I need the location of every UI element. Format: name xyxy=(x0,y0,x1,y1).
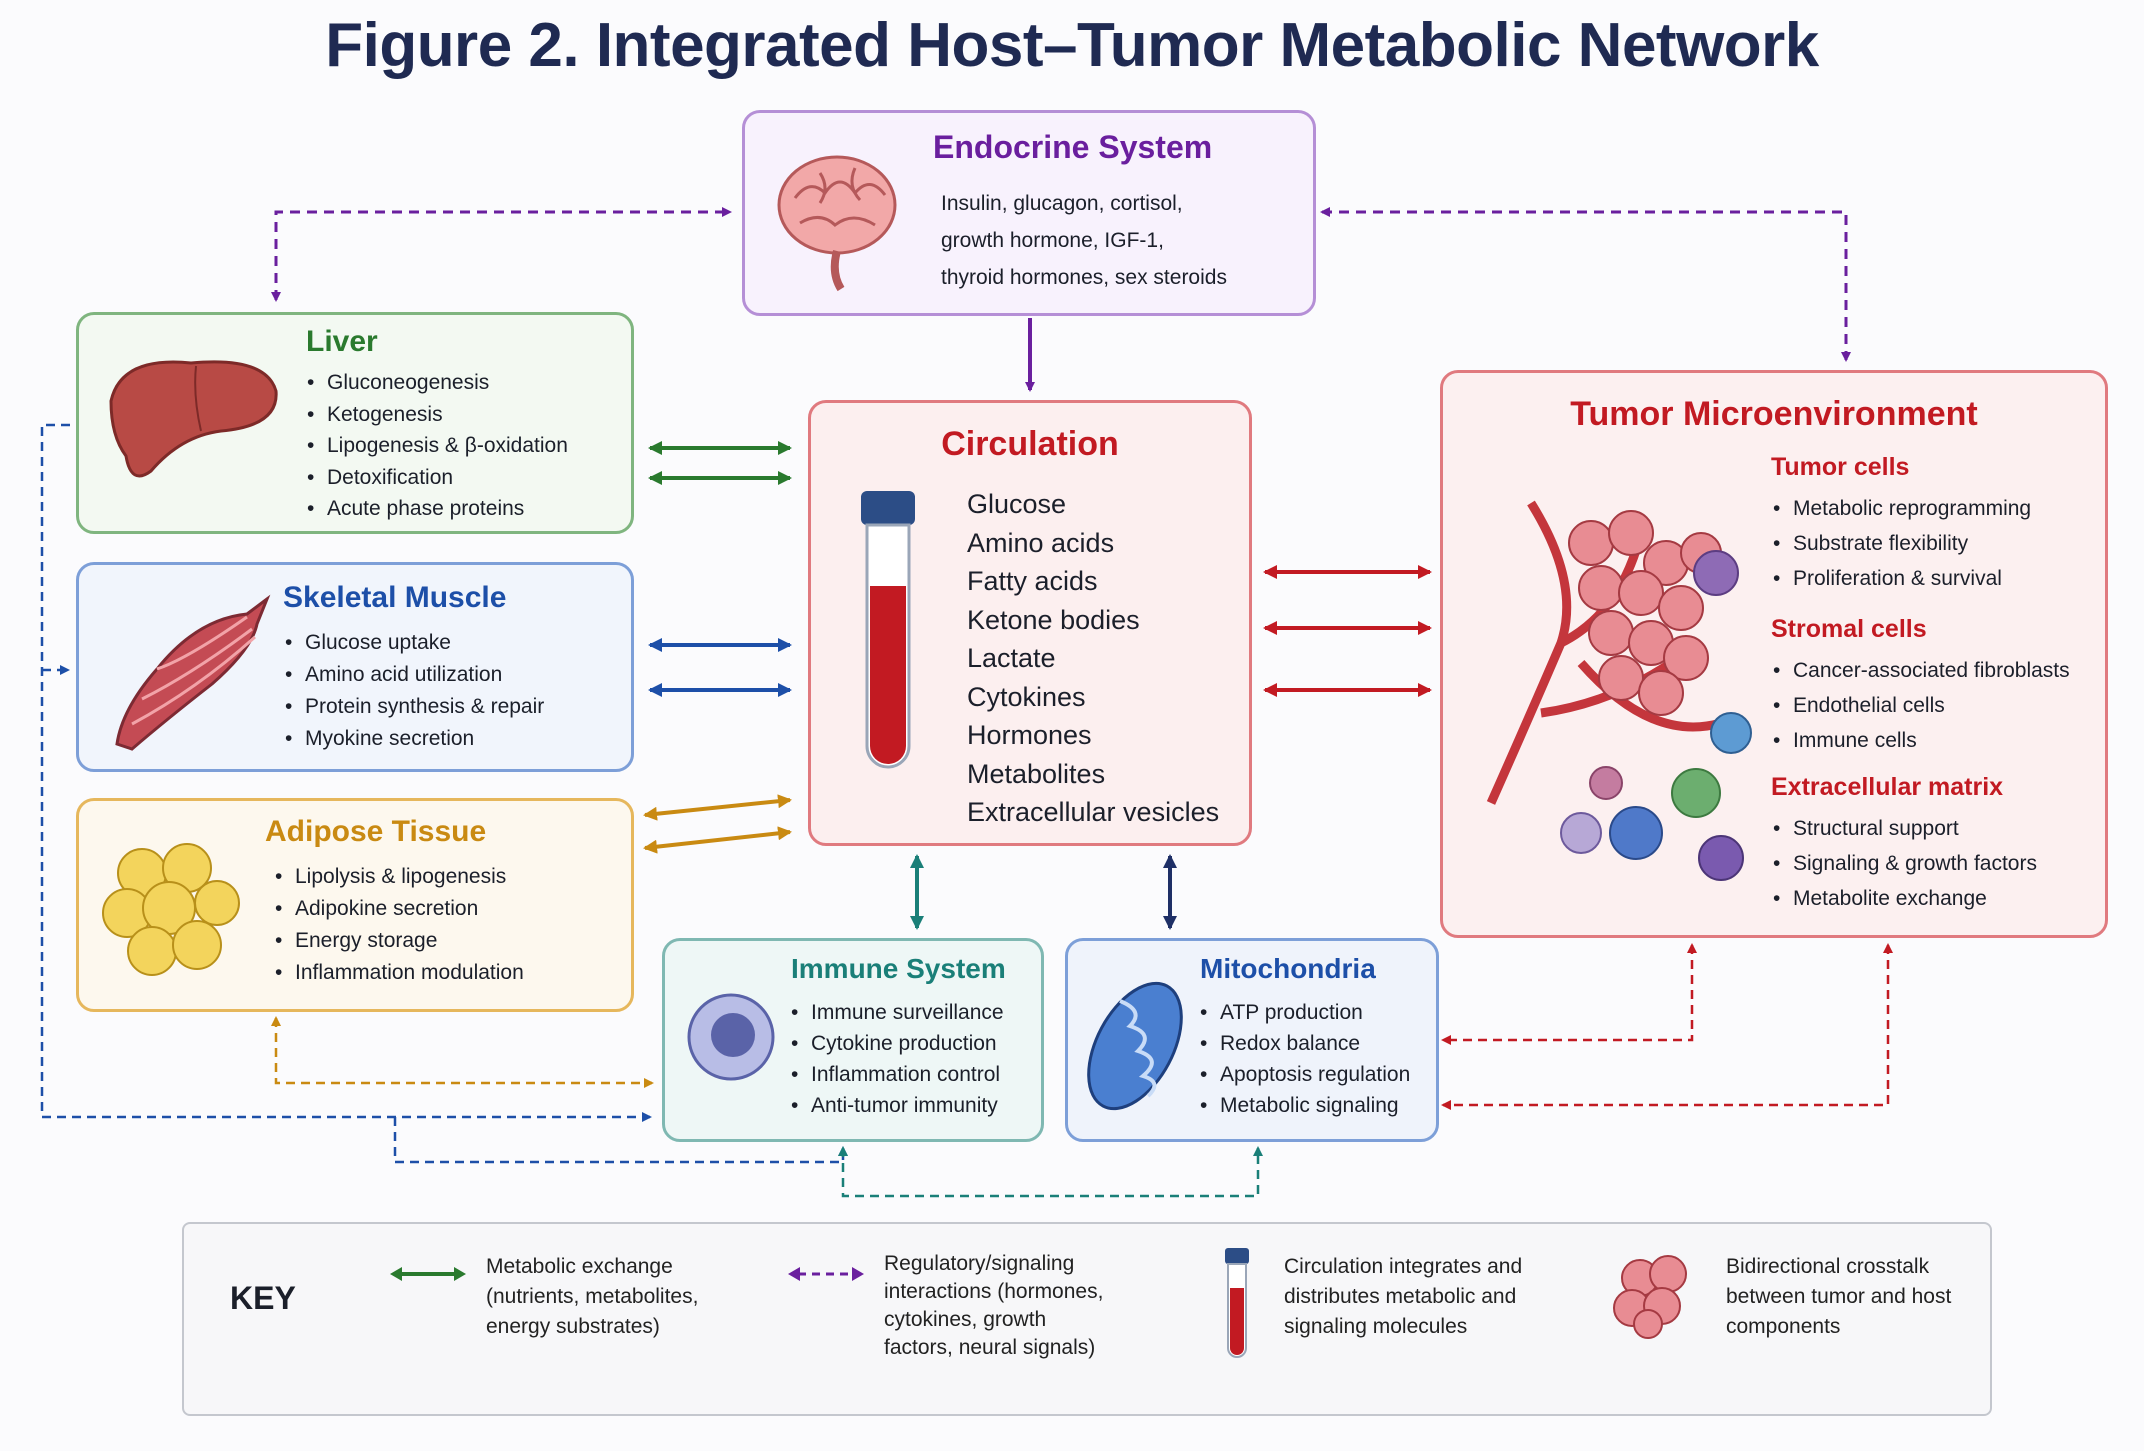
regulatory-arrow-immune-mito xyxy=(838,1146,1263,1198)
key-metabolic-arrow xyxy=(390,1267,466,1281)
adipose-tissue-box: Adipose Tissue Lipolysis & lipogenesis A… xyxy=(76,798,634,1012)
list-item: Glucose uptake xyxy=(285,627,544,659)
list-item: Substrate flexibility xyxy=(1773,526,2031,561)
list-item: Detoxification xyxy=(307,462,568,494)
tumor-microenvironment-title: Tumor Microenvironment xyxy=(1570,395,1978,433)
skeletal-muscle-title: Skeletal Muscle xyxy=(283,581,507,614)
list-item: Immune surveillance xyxy=(791,997,1004,1028)
endocrine-box: Endocrine System Insulin, glucagon, cort… xyxy=(742,110,1316,316)
liver-list: Gluconeogenesis Ketogenesis Lipogenesis … xyxy=(307,367,568,525)
key-legend: KEY Metabolic exchange (nutrients, metab… xyxy=(182,1222,1992,1416)
list-item: Proliferation & survival xyxy=(1773,561,2031,596)
list-item: Cytokines xyxy=(967,681,1086,712)
immune-cell-icon xyxy=(687,993,775,1081)
list-item: Gluconeogenesis xyxy=(307,367,568,399)
list-item: Inflammation control xyxy=(791,1059,1004,1090)
list-item: Glucose xyxy=(967,489,1067,519)
stromal-cells-title: Stromal cells xyxy=(1771,615,1927,643)
list-item: Ketone bodies xyxy=(967,604,1140,635)
circulation-list: Glucose Amino acids Fatty acids Ketone b… xyxy=(967,485,1219,832)
key-label: KEY xyxy=(230,1280,296,1316)
list-item: Metabolite exchange xyxy=(1773,881,2037,916)
list-item: Anti-tumor immunity xyxy=(791,1090,1004,1121)
figure-title: Figure 2. Integrated Host–Tumor Metaboli… xyxy=(325,11,1819,80)
regulatory-arrow-endocrine-tumor xyxy=(1320,207,1851,362)
list-item: Metabolites xyxy=(967,758,1106,789)
list-item: Cytokine production xyxy=(791,1028,1004,1059)
endocrine-line: Insulin, glucagon, cortisol, xyxy=(941,192,1183,215)
list-item: Lipolysis & lipogenesis xyxy=(275,861,524,893)
endocrine-line: thyroid hormones, sex steroids xyxy=(941,266,1227,289)
list-item: Amino acid utilization xyxy=(285,659,544,691)
liver-title: Liver xyxy=(306,325,378,358)
list-item: Structural support xyxy=(1773,811,2037,846)
list-item: Cancer-associated fibroblasts xyxy=(1773,653,2070,688)
immune-system-list: Immune surveillance Cytokine production … xyxy=(791,997,1004,1121)
endocrine-title: Endocrine System xyxy=(933,129,1213,165)
mitochondria-title: Mitochondria xyxy=(1200,953,1376,984)
tumor-vessel-icon xyxy=(1486,500,1752,881)
endocrine-line: growth hormone, IGF-1, xyxy=(941,229,1164,252)
adipose-tissue-title: Adipose Tissue xyxy=(265,815,487,848)
list-item: Myokine secretion xyxy=(285,723,544,755)
list-item: Adipokine secretion xyxy=(275,893,524,925)
circulation-box: Circulation Glucose Amino acids Fatty ac… xyxy=(808,400,1252,846)
list-item: Hormones xyxy=(967,720,1092,750)
liver-icon xyxy=(109,360,278,478)
key-tumor-cluster-icon xyxy=(1613,1255,1687,1339)
skeletal-muscle-list: Glucose uptake Amino acid utilization Pr… xyxy=(285,627,544,755)
list-item: Protein synthesis & repair xyxy=(285,691,544,723)
blood-tube-icon xyxy=(861,491,915,769)
metabolic-arrow-adipose-1 xyxy=(643,794,792,821)
key-blood-tube-icon xyxy=(1225,1248,1249,1358)
list-item: Endothelial cells xyxy=(1773,688,2070,723)
mitochondria-list: ATP production Redox balance Apoptosis r… xyxy=(1200,997,1410,1121)
key-metabolic-text: Metabolic exchange (nutrients, metabolit… xyxy=(486,1255,699,1338)
list-item: Energy storage xyxy=(275,925,524,957)
list-item: Signaling & growth factors xyxy=(1773,846,2037,881)
regulatory-arrows-tumor-mito xyxy=(1441,943,1893,1110)
list-item: Metabolic reprogramming xyxy=(1773,491,2031,526)
list-item: Redox balance xyxy=(1200,1028,1410,1059)
liver-box: Liver Gluconeogenesis Ketogenesis Lipoge… xyxy=(76,312,634,534)
mitochondria-box: Mitochondria ATP production Redox balanc… xyxy=(1065,938,1439,1142)
list-item: Lipogenesis & β-oxidation xyxy=(307,430,568,462)
list-item: Fatty acids xyxy=(967,566,1098,596)
tumor-microenvironment-box: Tumor Microenvironment Tumor cells Metab… xyxy=(1440,370,2108,938)
adipocyte-icon xyxy=(102,843,240,976)
list-item: ATP production xyxy=(1200,997,1410,1028)
list-item: Apoptosis regulation xyxy=(1200,1059,1410,1090)
regulatory-arrow-endocrine-liver xyxy=(271,207,732,302)
key-crosstalk-text: Bidirectional crosstalk between tumor an… xyxy=(1726,1255,1952,1338)
extracellular-matrix-list: Structural support Signaling & growth fa… xyxy=(1773,811,2037,916)
tumor-cells-list: Metabolic reprogramming Substrate flexib… xyxy=(1773,491,2031,596)
key-regulatory-arrow xyxy=(788,1267,864,1281)
mitochondrion-icon xyxy=(1087,981,1183,1111)
list-item: Extracellular vesicles xyxy=(967,797,1220,827)
extracellular-matrix-title: Extracellular matrix xyxy=(1771,773,2004,801)
list-item: Ketogenesis xyxy=(307,399,568,431)
immune-system-box: Immune System Immune surveillance Cytoki… xyxy=(662,938,1044,1142)
tumor-cells-title: Tumor cells xyxy=(1771,453,1910,481)
skeletal-muscle-box: Skeletal Muscle Glucose uptake Amino aci… xyxy=(76,562,634,772)
list-item: Inflammation modulation xyxy=(275,957,524,989)
list-item: Metabolic signaling xyxy=(1200,1090,1410,1121)
list-item: Immune cells xyxy=(1773,723,2070,758)
immune-system-title: Immune System xyxy=(791,953,1006,984)
list-item: Amino acids xyxy=(967,527,1115,558)
key-circulation-text: Circulation integrates and distributes m… xyxy=(1284,1255,1523,1338)
brain-icon xyxy=(777,155,897,292)
regulatory-arrow-adipose-immune xyxy=(271,1016,654,1088)
list-item: Lactate xyxy=(967,643,1056,673)
list-item: Acute phase proteins xyxy=(307,493,568,525)
stromal-cells-list: Cancer-associated fibroblasts Endothelia… xyxy=(1773,653,2070,758)
key-regulatory-text: Regulatory/signaling interactions (hormo… xyxy=(884,1252,1104,1359)
adipose-tissue-list: Lipolysis & lipogenesis Adipokine secret… xyxy=(275,861,524,989)
muscle-icon xyxy=(115,594,271,751)
endocrine-text: Insulin, glucagon, cortisol, growth horm… xyxy=(941,185,1227,296)
metabolic-arrow-adipose-2 xyxy=(643,826,792,854)
circulation-title: Circulation xyxy=(941,425,1119,463)
